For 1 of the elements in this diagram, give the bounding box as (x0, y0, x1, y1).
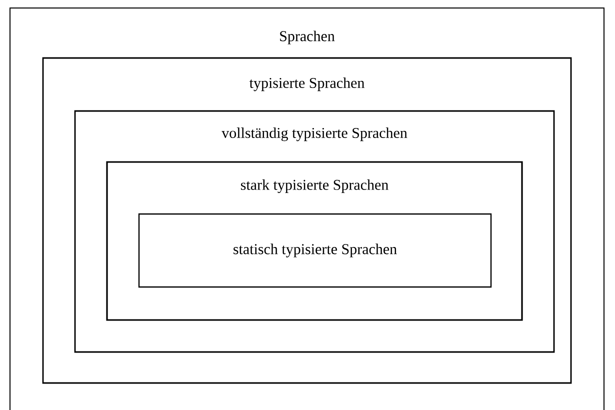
nested-box: statisch typisierte Sprachen (138, 213, 492, 288)
